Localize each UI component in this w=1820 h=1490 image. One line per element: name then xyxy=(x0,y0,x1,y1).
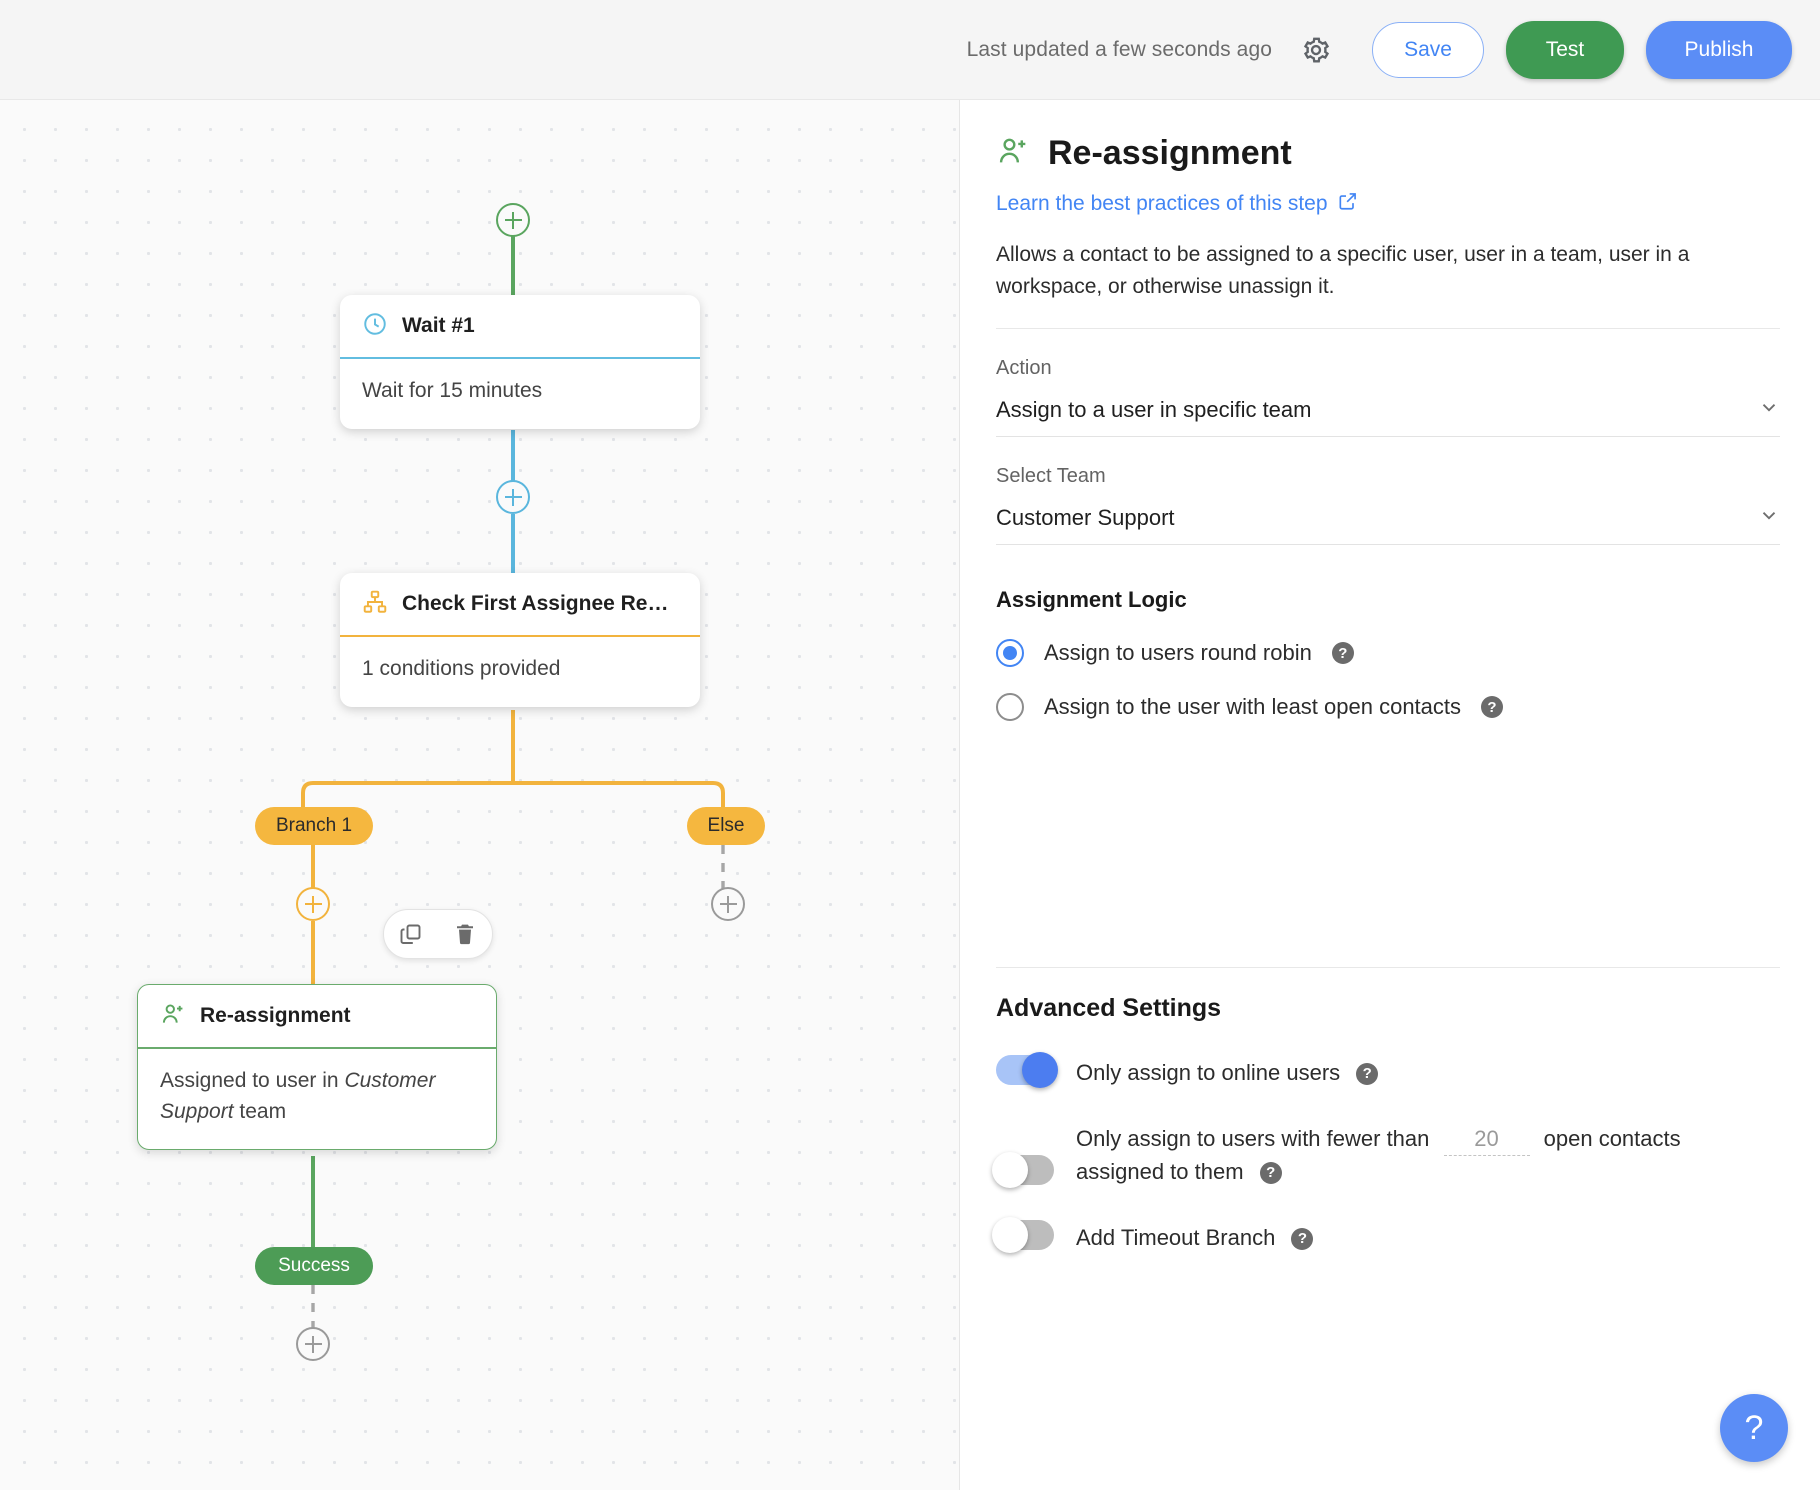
radio-round-robin-input[interactable] xyxy=(996,639,1024,667)
node-branch-divider xyxy=(340,635,700,637)
help-icon[interactable]: ? xyxy=(1481,696,1504,718)
node-wait-divider xyxy=(340,357,700,359)
divider xyxy=(996,328,1780,329)
node-body-suffix: team xyxy=(233,1099,287,1123)
page-title: Re-assignment xyxy=(1048,134,1292,172)
copy-icon[interactable] xyxy=(396,919,426,949)
fewer-than-prefix: Only assign to users with fewer than xyxy=(1076,1125,1430,1151)
user-plus-icon xyxy=(160,1001,186,1032)
timeout-branch-text: Add Timeout Branch xyxy=(1076,1224,1276,1250)
node-toolbar xyxy=(383,909,493,959)
hierarchy-icon xyxy=(362,589,388,620)
assignment-logic-label: Assignment Logic xyxy=(996,587,1187,612)
external-link-icon xyxy=(1338,191,1358,217)
node-reassignment[interactable]: Re-assignment Assigned to user in Custom… xyxy=(137,984,497,1151)
pill-success[interactable]: Success xyxy=(255,1247,373,1285)
node-branch-title: Check First Assignee Re… xyxy=(402,592,669,615)
toggle-row-fewer-than: Only assign to users with fewer than 20 … xyxy=(992,1119,1780,1188)
trash-icon[interactable] xyxy=(450,919,480,949)
node-branch-body: 1 conditions provided xyxy=(362,657,561,680)
toggle-online-users-text: Only assign to online users xyxy=(1076,1060,1341,1085)
pill-branch-1[interactable]: Branch 1 xyxy=(255,807,373,845)
toggle-fewer-than[interactable] xyxy=(992,1151,1054,1188)
team-field: Select Team Customer Support xyxy=(996,465,1780,545)
toggle-row-timeout-branch: Add Timeout Branch ? xyxy=(992,1216,1780,1254)
radio-least-open-contacts[interactable]: Assign to the user with least open conta… xyxy=(996,693,1780,721)
radio-least-open-contacts-label: Assign to the user with least open conta… xyxy=(1044,694,1462,719)
action-field: Action Assign to a user in specific team xyxy=(996,357,1780,437)
add-step-success-button[interactable] xyxy=(296,1327,330,1361)
pill-else[interactable]: Else xyxy=(687,807,765,845)
node-wait[interactable]: Wait #1 Wait for 15 minutes xyxy=(340,295,700,429)
node-branch-header: Check First Assignee Re… xyxy=(340,573,700,635)
advanced-settings-title: Advanced Settings xyxy=(996,994,1222,1022)
add-step-else-button[interactable] xyxy=(711,887,745,921)
node-reassignment-title: Re-assignment xyxy=(200,1004,351,1027)
panel-description: Allows a contact to be assigned to a spe… xyxy=(996,243,1690,298)
help-icon[interactable]: ? xyxy=(1331,642,1354,664)
node-check-first-assignee[interactable]: Check First Assignee Re… 1 conditions pr… xyxy=(340,573,700,707)
toggle-fewer-than-label: Only assign to users with fewer than 20 … xyxy=(1076,1119,1681,1188)
radio-least-open-contacts-input[interactable] xyxy=(996,693,1024,721)
connector-lines xyxy=(301,220,725,1329)
toggle-timeout-branch-label: Add Timeout Branch ? xyxy=(1076,1218,1314,1254)
action-select[interactable]: Assign to a user in specific team xyxy=(996,396,1780,437)
toggle-row-online-users: Only assign to online users ? xyxy=(996,1052,1780,1089)
radio-round-robin[interactable]: Assign to users round robin ? xyxy=(996,639,1780,667)
help-icon[interactable]: ? xyxy=(1259,1161,1282,1184)
node-reassignment-body: Assigned to user in Customer Support tea… xyxy=(138,1049,496,1149)
node-reassignment-header: Re-assignment xyxy=(138,985,496,1047)
user-plus-icon xyxy=(996,134,1030,173)
node-wait-header: Wait #1 xyxy=(340,295,700,357)
open-contacts-input[interactable]: 20 xyxy=(1443,1123,1530,1156)
best-practices-link-label: Learn the best practices of this step xyxy=(996,192,1328,215)
save-button[interactable]: Save xyxy=(1372,21,1484,78)
node-wait-body: Wait for 15 minutes xyxy=(362,379,543,402)
clock-icon xyxy=(362,311,388,342)
best-practices-link[interactable]: Learn the best practices of this step xyxy=(996,191,1358,217)
step-settings-panel: Re-assignment Learn the best practices o… xyxy=(960,100,1820,1490)
help-icon[interactable]: ? xyxy=(1291,1227,1314,1250)
gear-icon[interactable] xyxy=(1294,28,1338,72)
chevron-down-icon xyxy=(1758,396,1780,423)
chevron-down-icon xyxy=(1758,504,1780,531)
top-bar: Last updated a few seconds ago Save Test… xyxy=(0,0,1820,100)
node-body-team: Customer Support xyxy=(160,1069,436,1123)
workflow-canvas[interactable]: Wait #1 Wait for 15 minutes xyxy=(0,100,960,1490)
node-reassignment-divider xyxy=(138,1047,496,1049)
divider xyxy=(996,967,1780,968)
last-updated-text: Last updated a few seconds ago xyxy=(966,37,1272,61)
toggle-online-users-label: Only assign to online users ? xyxy=(1076,1053,1379,1089)
add-step-after-wait-button[interactable] xyxy=(496,480,530,514)
action-label: Action xyxy=(996,357,1052,379)
action-select-value: Assign to a user in specific team xyxy=(996,396,1312,422)
fewer-than-suffix: open contacts xyxy=(1543,1125,1681,1151)
radio-round-robin-label: Assign to users round robin xyxy=(1044,640,1312,665)
test-button[interactable]: Test xyxy=(1506,20,1624,79)
team-select[interactable]: Customer Support xyxy=(996,504,1780,545)
add-step-branch1-button[interactable] xyxy=(296,887,330,921)
toggle-online-users[interactable] xyxy=(996,1052,1058,1088)
node-wait-title: Wait #1 xyxy=(402,314,475,337)
publish-button[interactable]: Publish xyxy=(1646,20,1792,79)
node-body-prefix: Assigned to user in xyxy=(160,1069,345,1092)
toggle-timeout-branch[interactable] xyxy=(992,1216,1054,1253)
add-step-top-button[interactable] xyxy=(496,203,530,237)
team-label: Select Team xyxy=(996,465,1106,487)
fewer-than-line2: assigned to them xyxy=(1076,1158,1244,1184)
help-icon[interactable]: ? xyxy=(1356,1063,1379,1086)
help-fab-button[interactable]: ? xyxy=(1720,1394,1788,1462)
panel-title-row: Re-assignment xyxy=(996,134,1780,173)
team-select-value: Customer Support xyxy=(996,504,1175,530)
